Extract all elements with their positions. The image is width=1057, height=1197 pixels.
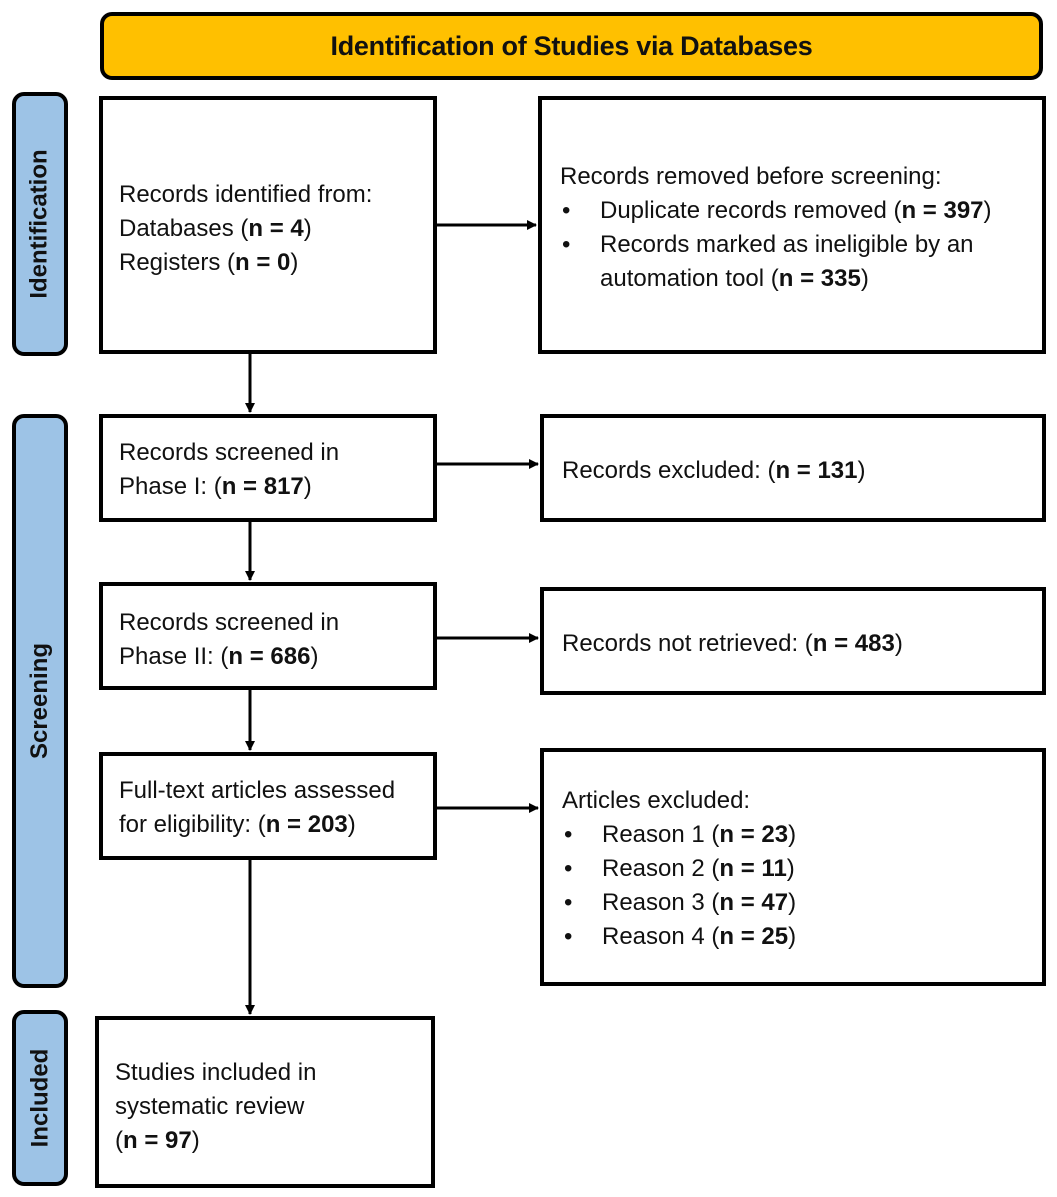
list-item: Reason 1 (n = 23): [562, 818, 796, 852]
fulltext-assessed-box: Full-text articles assessed for eligibil…: [99, 752, 437, 860]
registers-line: Registers (n = 0): [119, 249, 299, 276]
reason2-count: n = 11: [719, 855, 787, 882]
studies-included-text: Studies included in systematic review (n…: [115, 1056, 316, 1158]
records-removed-title: Records removed before screening:: [560, 163, 942, 190]
screened-phase1-box: Records screened in Phase I: (n = 817): [99, 414, 437, 522]
list-item: Duplicate records removed (n = 397): [560, 194, 992, 228]
screened-phase1-line1: Records screened in: [119, 439, 340, 466]
phase-included: Included: [12, 1010, 68, 1186]
screened-phase2-box: Records screened in Phase II: (n = 686): [99, 582, 437, 690]
reason1-count: n = 23: [719, 821, 789, 848]
list-item: Records marked as ineligible by anautoma…: [560, 228, 992, 296]
records-removed-list: Duplicate records removed (n = 397) Reco…: [560, 194, 992, 296]
ineligible-count: n = 335: [778, 265, 861, 292]
records-identified-text: Records identified from: Databases (n = …: [119, 178, 372, 280]
screened-phase2-line2: Phase II: (n = 686): [119, 643, 319, 670]
studies-included-count: n = 97: [123, 1127, 192, 1154]
records-identified-line1: Records identified from:: [119, 181, 373, 208]
registers-count: n = 0: [235, 249, 291, 276]
databases-count: n = 4: [248, 215, 304, 242]
records-not-retrieved-text: Records not retrieved: (n = 483): [562, 630, 903, 657]
diagram-header: Identification of Studies via Databases: [100, 12, 1043, 80]
records-excluded-text: Records excluded: (n = 131): [562, 457, 866, 484]
studies-included-line2: systematic review: [115, 1093, 305, 1120]
screened-phase2-line1: Records screened in: [119, 609, 340, 636]
phase-identification: Identification: [12, 92, 68, 356]
databases-line: Databases (n = 4): [119, 215, 312, 242]
duplicates-count: n = 397: [901, 197, 984, 224]
screened-phase1-text: Records screened in Phase I: (n = 817): [119, 436, 339, 504]
records-excluded-box: Records excluded: (n = 131): [540, 414, 1046, 522]
reason4-count: n = 25: [719, 923, 789, 950]
fulltext-assessed-text: Full-text articles assessed for eligibil…: [119, 774, 395, 842]
header-title: Identification of Studies via Databases: [330, 30, 813, 61]
list-item: Reason 4 (n = 25): [562, 920, 796, 954]
records-removed-box: Records removed before screening: Duplic…: [538, 96, 1046, 354]
screened-phase1-count: n = 817: [221, 473, 304, 500]
list-item: Reason 3 (n = 47): [562, 886, 796, 920]
screened-phase2-count: n = 686: [228, 643, 311, 670]
articles-excluded-title: Articles excluded:: [562, 787, 751, 814]
screened-phase1-line2: Phase I: (n = 817): [119, 473, 312, 500]
fulltext-line2: for eligibility: (n = 203): [119, 811, 356, 838]
studies-included-box: Studies included in systematic review (n…: [95, 1016, 435, 1188]
articles-excluded-box: Articles excluded: Reason 1 (n = 23) Rea…: [540, 748, 1046, 986]
screened-phase2-text: Records screened in Phase II: (n = 686): [119, 606, 339, 674]
records-excluded-count: n = 131: [775, 457, 858, 484]
list-item: Reason 2 (n = 11): [562, 852, 796, 886]
articles-excluded-list: Reason 1 (n = 23) Reason 2 (n = 11) Reas…: [562, 818, 796, 954]
studies-included-line1: Studies included in: [115, 1059, 317, 1086]
studies-included-line3: (n = 97): [115, 1127, 200, 1154]
reason3-count: n = 47: [719, 889, 789, 916]
records-not-retrieved-box: Records not retrieved: (n = 483): [540, 587, 1046, 695]
phase-screening: Screening: [12, 414, 68, 988]
records-identified-box: Records identified from: Databases (n = …: [99, 96, 437, 354]
fulltext-count: n = 203: [265, 811, 348, 838]
not-retrieved-count: n = 483: [812, 630, 895, 657]
fulltext-line1: Full-text articles assessed: [119, 777, 396, 804]
